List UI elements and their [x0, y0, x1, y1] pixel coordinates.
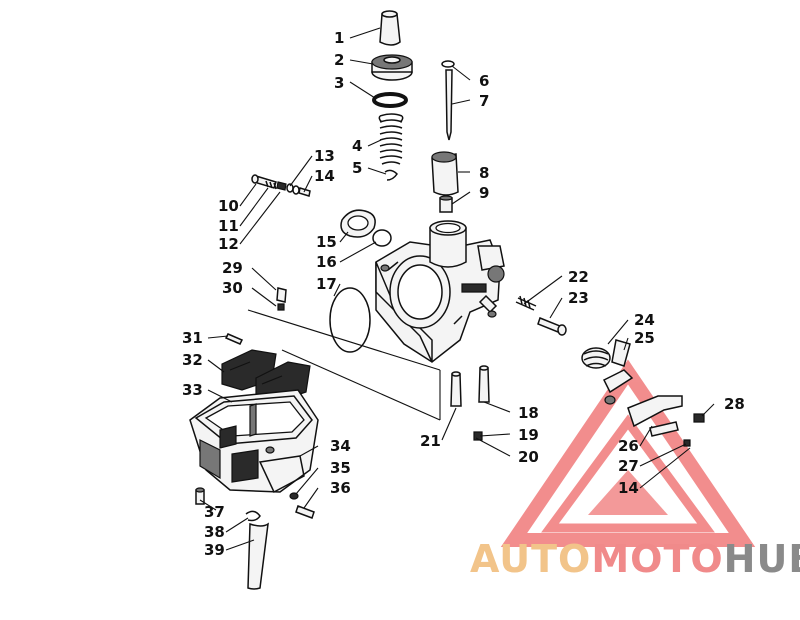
watermark-logo-icon [500, 359, 756, 547]
callout-labels: 1 2 3 4 5 6 7 8 9 10 11 12 13 14 15 16 1… [182, 29, 745, 559]
svg-text:AUTOMOTOHUB: AUTOMOTOHUB [470, 537, 800, 581]
callout-7: 7 [479, 92, 489, 110]
part-needle [441, 60, 455, 141]
callout-34: 34 [330, 437, 351, 455]
callout-23: 23 [568, 289, 589, 307]
callout-27: 27 [618, 457, 639, 475]
alignment-lines [247, 309, 441, 421]
callout-26: 26 [618, 437, 639, 455]
callout-35: 37 [204, 503, 225, 521]
callout-15: 15 [316, 233, 337, 251]
callout-33: 33 [182, 381, 203, 399]
callout-14: 14 [314, 167, 335, 185]
callout-11: 11 [218, 217, 239, 235]
callout-20: 20 [518, 448, 539, 466]
callout-13: 13 [314, 147, 335, 165]
callout-4: 4 [352, 137, 362, 155]
callout-18: 18 [518, 404, 539, 422]
part-oring-16 [372, 229, 392, 247]
part-screws-22-23 [515, 295, 567, 336]
part-float-bowl-34 [189, 389, 319, 494]
callout-2: 2 [334, 51, 344, 69]
part-pilot-screw-assembly [251, 174, 311, 197]
callout-29: 29 [222, 259, 243, 277]
callout-38: 38 [204, 523, 225, 541]
callout-1: 1 [334, 29, 344, 47]
callout-5: 5 [352, 159, 362, 177]
callout-22: 22 [568, 268, 589, 286]
callout-9: 9 [479, 184, 489, 202]
part-oring-17 [329, 287, 371, 353]
callout-12: 12 [218, 235, 239, 253]
part-jet-9 [439, 195, 453, 213]
callout-36: 36 [330, 479, 351, 497]
watermark-moto: MOTO [591, 537, 723, 581]
callout-25: 25 [634, 329, 655, 347]
callout-24: 24 [634, 311, 655, 329]
callout-39: 39 [204, 541, 225, 559]
part-gasket-15 [340, 209, 376, 238]
callout-31: 31 [182, 329, 203, 347]
callout-8: 8 [479, 164, 489, 182]
callout-30: 30 [222, 279, 243, 297]
part-top-nut [371, 54, 413, 81]
part-jets-18-21 [450, 365, 490, 441]
part-clip [384, 169, 398, 181]
part-float-pin-31 [224, 333, 244, 345]
part-29-30 [276, 287, 287, 311]
watermark-text: AUTOMOTOHUB [470, 537, 800, 581]
callout-6: 6 [479, 72, 489, 90]
watermark-hub: HUB [724, 537, 800, 581]
callout-10: 10 [218, 197, 239, 215]
callout-17: 17 [316, 275, 337, 293]
callout-21: 21 [420, 432, 441, 450]
leader-lines [199, 27, 715, 551]
part-cap [379, 10, 401, 46]
watermark-auto: AUTO [470, 537, 591, 581]
callout-14-b: 14 [618, 479, 639, 497]
callout-19: 19 [518, 426, 539, 444]
part-carburetor-body [375, 220, 505, 363]
part-throttle-slide [431, 151, 459, 196]
callout-37: 35 [330, 459, 351, 477]
callout-32: 32 [182, 351, 203, 369]
part-washer [372, 92, 408, 108]
part-spring [378, 113, 404, 165]
callout-28: 28 [724, 395, 745, 413]
callout-16: 16 [316, 253, 337, 271]
callout-3: 3 [334, 74, 344, 92]
